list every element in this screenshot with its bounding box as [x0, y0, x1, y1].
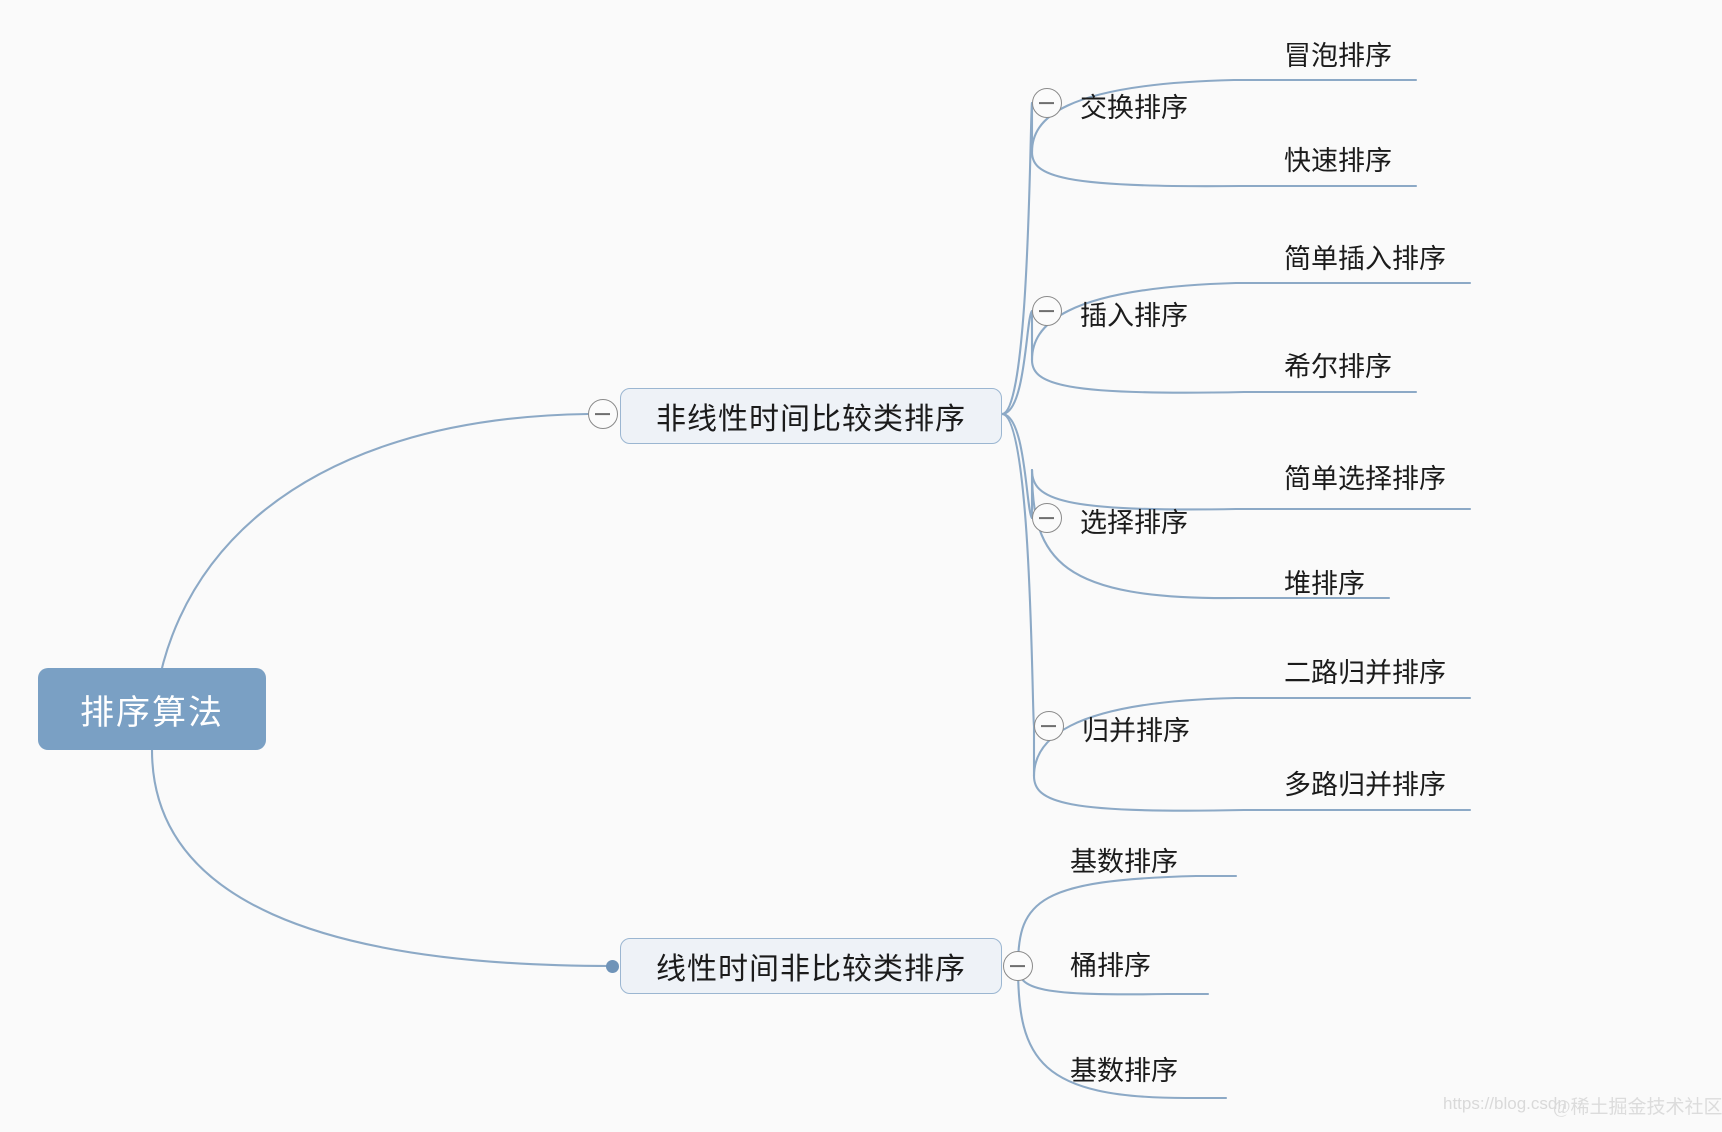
branch-node-linear[interactable]: 线性时间非比较类排序: [620, 938, 1002, 994]
collapse-toggle-selection[interactable]: [1032, 503, 1062, 533]
link-exchange-to-quick: [1030, 150, 1242, 188]
watermark-author: @稀土掘金技术社区: [1553, 1097, 1722, 1118]
collapse-toggle-merge[interactable]: [1034, 711, 1064, 741]
root-node-label: 排序算法: [80, 694, 224, 732]
leaf-heap-sort[interactable]: 堆排序: [1284, 569, 1365, 599]
node-merge-sort[interactable]: 归并排序: [1082, 716, 1190, 746]
branch-node-nonlinear-label: 非线性时间比较类排序: [656, 403, 966, 436]
node-selection-sort[interactable]: 选择排序: [1080, 508, 1188, 538]
linear-branch-bullet: [606, 960, 619, 973]
leaf-binary-merge-sort[interactable]: 二路归并排序: [1284, 658, 1446, 688]
link-nonlinear-to-exchange: [1000, 101, 1034, 416]
collapse-toggle-linear[interactable]: [1003, 951, 1033, 981]
collapse-toggle-insertion[interactable]: [1032, 296, 1062, 326]
link-linear-to-radix2: [1016, 964, 1188, 1100]
branch-node-nonlinear[interactable]: 非线性时间比较类排序: [620, 388, 1002, 444]
node-insertion-sort[interactable]: 插入排序: [1080, 301, 1188, 331]
branch-node-linear-label: 线性时间非比较类排序: [656, 953, 966, 986]
leaf-radix-sort-bottom[interactable]: 基数排序: [1070, 1056, 1178, 1086]
collapse-toggle-exchange[interactable]: [1032, 88, 1062, 118]
node-exchange-sort[interactable]: 交换排序: [1080, 93, 1188, 123]
leaf-bucket-sort[interactable]: 桶排序: [1070, 951, 1151, 981]
leaf-shell-sort[interactable]: 希尔排序: [1284, 352, 1392, 382]
link-merge-to-multi: [1032, 774, 1246, 812]
link-root-to-linear: [150, 748, 614, 968]
link-insertion-to-shell: [1030, 358, 1246, 394]
leaf-quick-sort[interactable]: 快速排序: [1284, 146, 1392, 176]
link-selection-to-simple: [1030, 468, 1238, 511]
link-linear-to-radix1: [1016, 874, 1198, 968]
collapse-toggle-nonlinear[interactable]: [588, 399, 618, 429]
leaf-bubble-sort[interactable]: 冒泡排序: [1284, 41, 1392, 71]
link-selection-to-heap: [1030, 468, 1240, 600]
link-nonlinear-to-insertion: [1000, 309, 1034, 416]
link-insertion-to-simple: [1030, 281, 1238, 362]
link-nonlinear-to-selection: [1000, 412, 1034, 520]
leaf-multiway-merge-sort[interactable]: 多路归并排序: [1284, 770, 1446, 800]
link-exchange-to-bubble: [1030, 78, 1236, 154]
leaf-simple-insertion-sort[interactable]: 简单插入排序: [1284, 244, 1446, 274]
link-nonlinear-to-merge: [1000, 412, 1036, 728]
leaf-radix-sort-top[interactable]: 基数排序: [1070, 847, 1178, 877]
link-merge-to-binary: [1032, 696, 1238, 778]
root-node[interactable]: 排序算法: [38, 668, 266, 750]
leaf-simple-selection-sort[interactable]: 简单选择排序: [1284, 464, 1446, 494]
watermark-url: https://blog.csdn: [1443, 1094, 1567, 1113]
